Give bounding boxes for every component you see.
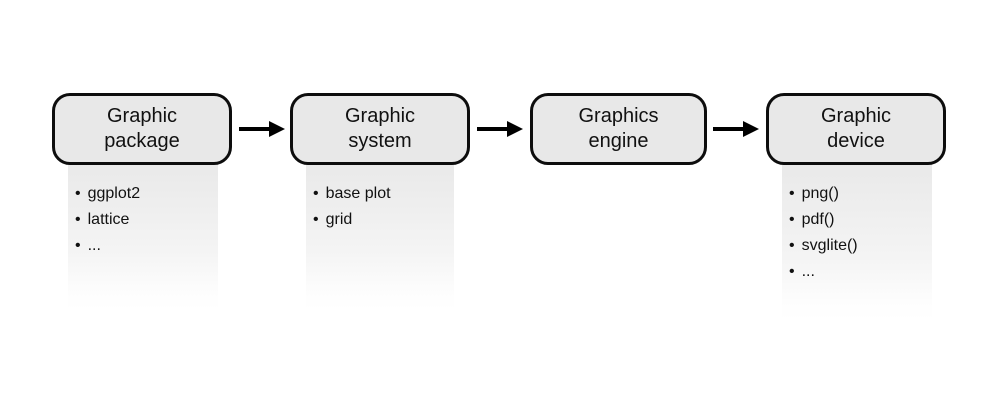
list-item: • svglite(): [789, 233, 928, 259]
bullet-icon: •: [75, 211, 81, 228]
panel-graphic-system: • base plot • grid: [306, 163, 454, 310]
list-item: • png(): [789, 181, 928, 207]
bullet-icon: •: [789, 263, 795, 280]
node-title-line: Graphics: [578, 105, 659, 127]
node-graphics-engine: Graphics engine: [530, 93, 707, 165]
list-item-label: grid: [325, 211, 353, 228]
bullet-icon: •: [789, 185, 795, 202]
node-title-line: Graphic: [820, 105, 892, 127]
list-item: • lattice: [75, 207, 214, 233]
list-item: • base plot: [313, 181, 450, 207]
bullet-icon: •: [789, 237, 795, 254]
list-item: • ggplot2: [75, 181, 214, 207]
node-title-line: engine: [588, 130, 649, 152]
bullet-icon: •: [75, 185, 81, 202]
list-item: • ...: [789, 259, 928, 285]
list-item-label: png(): [801, 185, 839, 202]
node-title-line: device: [827, 130, 885, 152]
panel-graphic-package: • ggplot2 • lattice • ...: [68, 163, 218, 310]
node-graphic-device: Graphic device: [766, 93, 946, 165]
node-title-line: Graphic: [344, 105, 416, 127]
list-item-label: lattice: [87, 211, 130, 228]
bullet-icon: •: [789, 211, 795, 228]
node-title-line: system: [348, 130, 412, 152]
arrow-right-icon: [239, 121, 285, 137]
node-graphic-system: Graphic system: [290, 93, 470, 165]
panel-graphic-device: • png() • pdf() • svglite() • ...: [782, 163, 932, 320]
list-item: • ...: [75, 233, 214, 259]
bullet-icon: •: [313, 211, 319, 228]
list-item-label: ...: [801, 263, 815, 280]
list-item-label: base plot: [325, 185, 391, 202]
list-item: • grid: [313, 207, 450, 233]
bullet-icon: •: [75, 237, 81, 254]
list-item-label: svglite(): [801, 237, 858, 254]
node-graphic-package: Graphic package: [52, 93, 232, 165]
list-item-label: ggplot2: [87, 185, 141, 202]
node-title-line: Graphic: [106, 105, 178, 127]
bullet-icon: •: [313, 185, 319, 202]
arrow-right-icon: [477, 121, 523, 137]
node-title-line: package: [104, 130, 180, 152]
list-item: • pdf(): [789, 207, 928, 233]
list-item-label: ...: [87, 237, 101, 254]
list-item-label: pdf(): [801, 211, 835, 228]
arrow-right-icon: [713, 121, 759, 137]
